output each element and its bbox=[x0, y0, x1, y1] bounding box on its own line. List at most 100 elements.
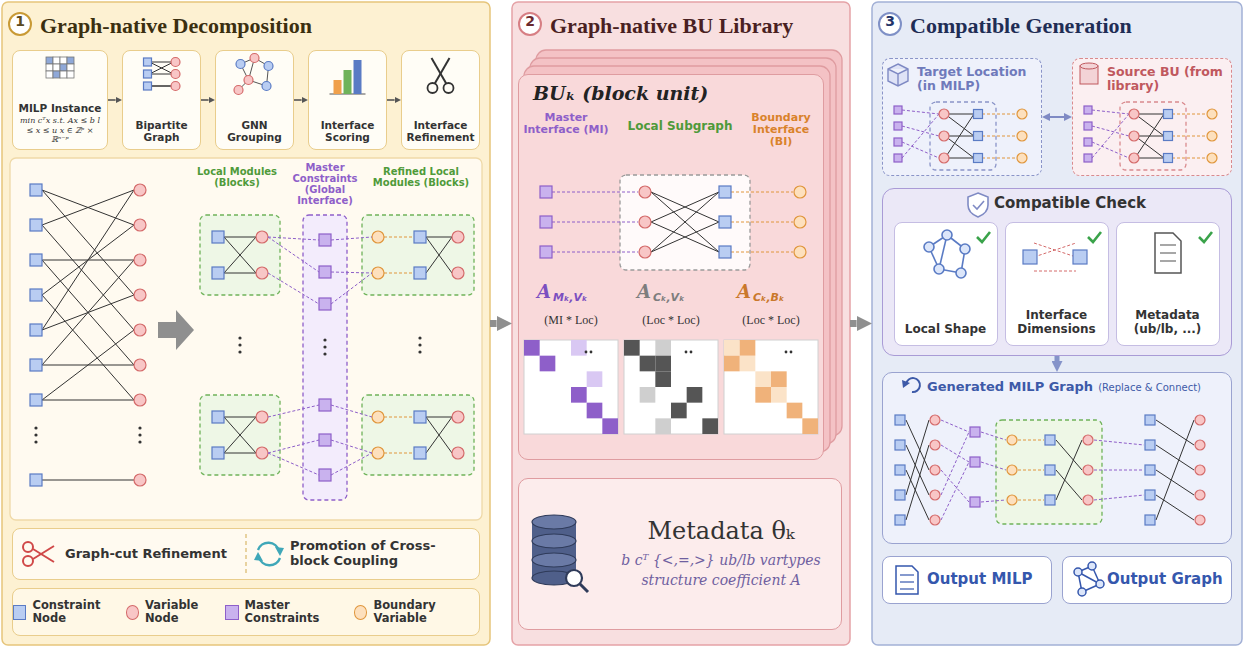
matrix-caption: (Loc * Loc) bbox=[724, 314, 818, 327]
edge-line bbox=[945, 136, 974, 158]
constraint-node bbox=[719, 246, 731, 258]
node-title: Output Graph bbox=[1107, 571, 1225, 588]
matrix-caption: (Loc * Loc) bbox=[624, 314, 718, 327]
constraint-node bbox=[264, 61, 273, 70]
variable-node bbox=[639, 246, 651, 258]
constraint-node bbox=[1145, 440, 1155, 450]
constraint-node bbox=[895, 415, 905, 425]
boundary-variable-node bbox=[1017, 131, 1027, 141]
illustration-group bbox=[143, 57, 180, 90]
node-title: Graph-native BU Library bbox=[550, 13, 840, 38]
edge-line bbox=[384, 273, 414, 274]
constraint-node bbox=[1023, 250, 1037, 264]
variable-node bbox=[134, 289, 146, 301]
boundary-variable-node bbox=[794, 246, 806, 258]
graph-icon-node bbox=[1088, 562, 1096, 570]
edge-line bbox=[238, 80, 248, 90]
node-title: GNN Grouping bbox=[220, 119, 289, 143]
step-number-circle bbox=[9, 13, 31, 35]
check-card: Local Shape bbox=[894, 222, 998, 346]
shield-icon bbox=[968, 193, 988, 217]
constraint-node bbox=[143, 58, 151, 66]
matrix-cell bbox=[539, 355, 555, 371]
cycle-head bbox=[275, 547, 284, 556]
edge-line bbox=[929, 235, 947, 247]
matrix-cell bbox=[524, 340, 540, 356]
constraint-node bbox=[1045, 495, 1055, 505]
matrix-cell bbox=[686, 387, 702, 403]
edge-line bbox=[1092, 566, 1100, 584]
constraint-node bbox=[414, 267, 426, 279]
ellipsis-dot bbox=[138, 440, 141, 443]
matrix-cell bbox=[739, 355, 755, 371]
constraint-node bbox=[30, 289, 42, 301]
edge-line bbox=[900, 588, 914, 589]
shape-node bbox=[934, 264, 944, 274]
matrix-cell bbox=[60, 57, 67, 64]
edge-line bbox=[42, 400, 134, 401]
edge-line bbox=[1135, 114, 1164, 136]
constraint-node bbox=[1045, 435, 1055, 445]
edge-line bbox=[651, 192, 719, 252]
constraint-node bbox=[1163, 109, 1172, 118]
edge-line bbox=[1172, 157, 1206, 158]
edge-line bbox=[42, 225, 134, 330]
edge-line bbox=[224, 237, 256, 238]
magnifier bbox=[566, 570, 582, 586]
graph-icon-node bbox=[1078, 588, 1086, 596]
matrix-cell bbox=[724, 355, 740, 371]
variable-node bbox=[452, 447, 464, 459]
node-title: Bipartite Graph bbox=[127, 119, 196, 143]
group-label: Refined Local Modules (Blocks) bbox=[366, 166, 476, 188]
connector-arrow bbox=[108, 99, 116, 101]
legend-text: Variable Node bbox=[145, 599, 225, 625]
constraint-node bbox=[30, 254, 42, 266]
illustration-group bbox=[968, 193, 988, 217]
edge-line bbox=[1135, 136, 1164, 158]
constraint-node bbox=[1163, 153, 1172, 162]
edge-line bbox=[42, 295, 134, 400]
edge-line bbox=[552, 191, 638, 192]
matrix-cell bbox=[53, 64, 60, 71]
local-module bbox=[200, 395, 280, 475]
edge-line bbox=[902, 126, 939, 136]
edge-line bbox=[426, 237, 452, 273]
edge-line bbox=[1056, 470, 1082, 500]
variable-node bbox=[930, 515, 940, 525]
variable-node bbox=[250, 53, 259, 62]
edge-line bbox=[941, 470, 969, 502]
edge-line bbox=[941, 462, 969, 520]
variable-node bbox=[1083, 435, 1093, 445]
edge-line bbox=[426, 417, 452, 418]
edge-line bbox=[240, 64, 248, 80]
edge-line bbox=[1160, 245, 1176, 246]
matrix-frame bbox=[624, 340, 718, 434]
edge-line bbox=[384, 237, 414, 238]
edge-line bbox=[149, 62, 173, 74]
edge-line bbox=[1082, 584, 1100, 592]
edge-line bbox=[945, 113, 974, 114]
illustration-group bbox=[532, 515, 588, 592]
constraint-node bbox=[719, 216, 731, 228]
variable-node bbox=[171, 57, 180, 66]
constraint-node bbox=[212, 231, 224, 243]
variable-node bbox=[256, 267, 268, 279]
variable-node bbox=[639, 186, 651, 198]
edge-line bbox=[939, 269, 961, 273]
illustration-group bbox=[895, 378, 1205, 525]
matrix-cell bbox=[586, 402, 602, 418]
edge-line bbox=[42, 190, 134, 330]
edge-line bbox=[731, 191, 793, 192]
legend-item: Constraint Node bbox=[13, 599, 126, 625]
edge-line bbox=[1135, 114, 1164, 158]
edge-line bbox=[1018, 499, 1044, 500]
edge-line bbox=[1135, 157, 1164, 158]
matrix-frame bbox=[724, 340, 818, 434]
edge-line bbox=[268, 440, 319, 453]
edge-line bbox=[651, 222, 719, 252]
illustration-group bbox=[1074, 562, 1104, 596]
database-disk bbox=[532, 553, 576, 567]
refined-module bbox=[362, 395, 474, 475]
ellipsis-dot bbox=[238, 336, 241, 339]
